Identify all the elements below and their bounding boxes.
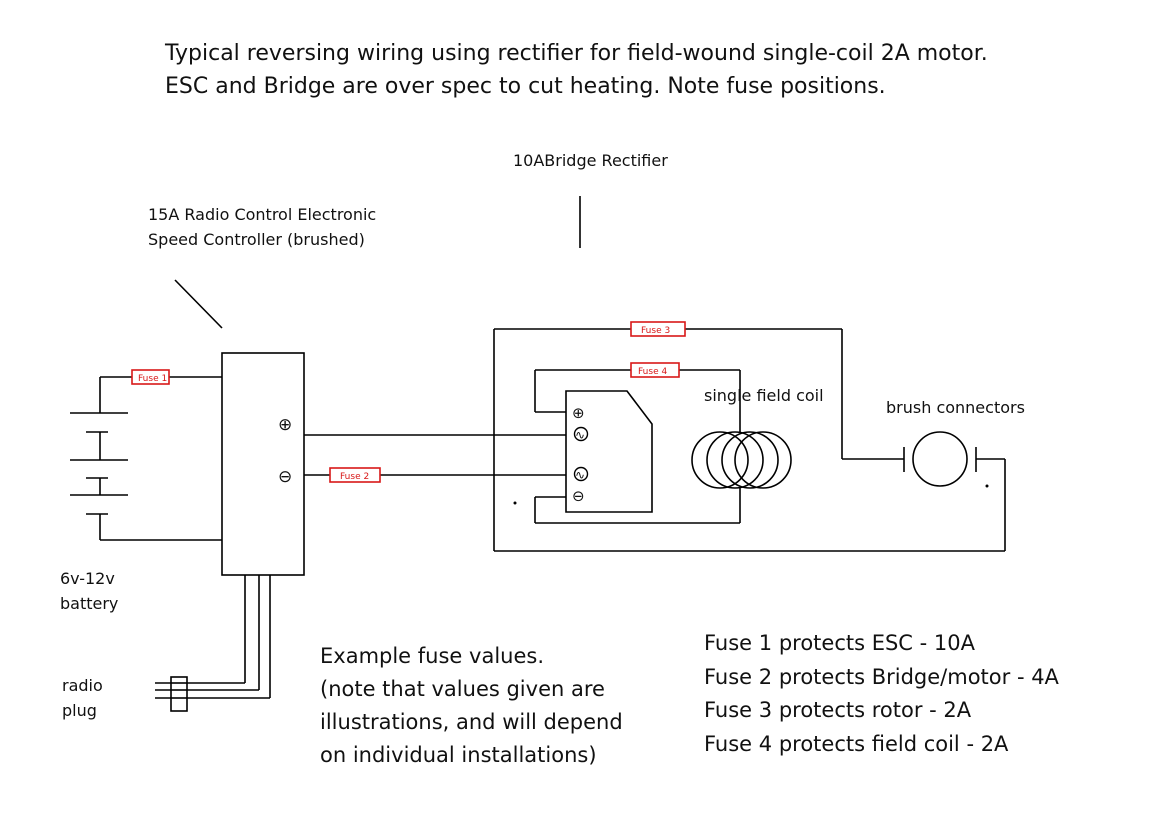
marker-dot-left (513, 501, 517, 505)
battery-label-line-1: 6v-12v (60, 569, 115, 588)
fuse-2-label: Fuse 2 (340, 472, 369, 482)
bridge-rectifier (565, 390, 653, 513)
title-line-2: ESC and Bridge are over spec to cut heat… (165, 74, 886, 99)
bridge-plus-terminal: ⊕ (572, 404, 585, 422)
radio-plug (170, 676, 188, 712)
fuse-1-label: Fuse 1 (138, 374, 167, 384)
bridge-label: 10ABridge Rectifier (513, 151, 668, 170)
fuse-3-label: Fuse 3 (641, 326, 670, 336)
battery-label-line-2: battery (60, 594, 118, 613)
marker-dot-right (985, 484, 989, 488)
esc-leader-line (174, 279, 223, 329)
fuse-2 (329, 467, 381, 483)
example-line-1: Example fuse values. (320, 644, 544, 668)
fuse-4 (630, 362, 680, 378)
bridge-minus-terminal: ⊖ (572, 487, 585, 505)
bridge-ac-terminal-1 (573, 426, 589, 442)
esc-plus-symbol: ⊕ (278, 415, 292, 435)
fuse-note-3: Fuse 3 protects rotor - 2A (704, 698, 972, 722)
fuse-3 (630, 321, 686, 337)
title-line-1: Typical reversing wiring using rectifier… (164, 41, 988, 66)
field-coil (691, 431, 792, 489)
example-line-4: on individual installations) (320, 743, 597, 767)
rotor-symbol (912, 431, 968, 487)
bridge-ac-symbol-2: ∿ (575, 468, 585, 482)
radio-label-line-1: radio (62, 676, 103, 695)
fuse-4-label: Fuse 4 (638, 367, 667, 377)
battery-symbol (70, 376, 222, 541)
example-line-3: illustrations, and will depend (320, 710, 623, 734)
example-line-2: (note that values given are (320, 677, 605, 701)
esc-box (221, 352, 305, 576)
fuse-note-4: Fuse 4 protects field coil - 2A (704, 732, 1009, 756)
bridge-ac-symbol-1: ∿ (575, 428, 585, 442)
esc-label-line-2: Speed Controller (brushed) (148, 230, 365, 249)
brush-connectors-label: brush connectors (886, 398, 1025, 417)
esc-minus-symbol: ⊖ (278, 467, 292, 487)
fuse-note-2: Fuse 2 protects Bridge/motor - 4A (704, 665, 1060, 689)
esc-label-line-1: 15A Radio Control Electronic (148, 205, 376, 224)
fuse-note-1: Fuse 1 protects ESC - 10A (704, 631, 976, 655)
radio-label-line-2: plug (62, 701, 97, 720)
fuse-1 (131, 369, 170, 385)
field-circuit-wires (534, 369, 741, 524)
rotor-circuit-wires (493, 328, 1006, 552)
field-coil-label: single field coil (704, 386, 824, 405)
bridge-ac-terminal-2 (573, 466, 589, 482)
radio-leads (155, 575, 271, 699)
